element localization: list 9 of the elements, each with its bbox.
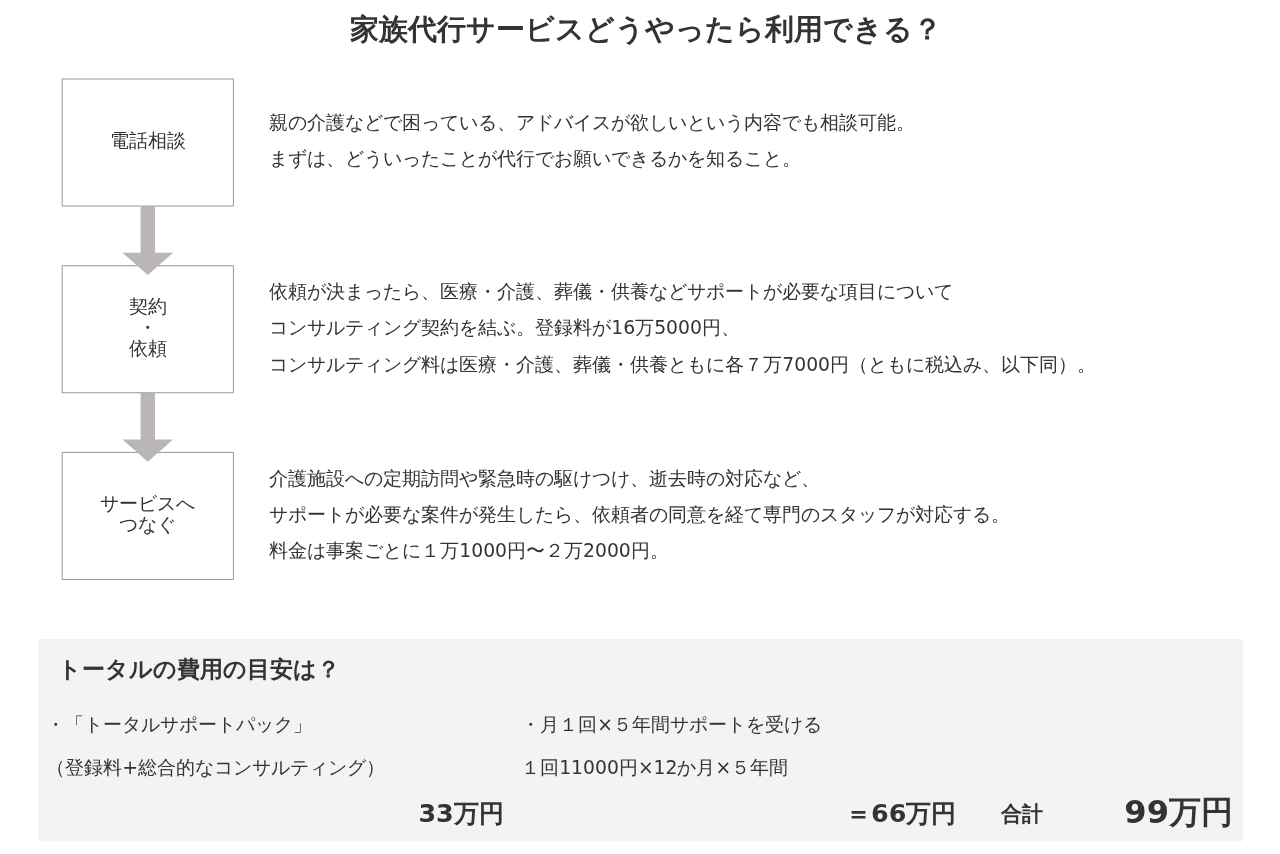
node-box: 契約・依頼 [61,265,234,394]
node-box: 電話相談 [61,78,234,207]
arrow [121,206,173,275]
node-box: サービスへつなぐ [61,451,234,580]
arrow [121,392,173,462]
diagram-title: 家族代行サービスどうやったら利用できる？ [349,12,942,47]
node-label: 依頼が決まったら、医療・介護、葬儀・供養などサポートが必要な項目についてコンサルティング契約を結ぶ。登録料が16万5000円、コンサルティング料は医療・介護、葬儀・供養ともに各７万7000円（ともに税込み、以下同）。 [268,280,1096,375]
node-label: 親の介護などで困っている、アドバイスが欲しいという内容でも相談可能。まずは、どういったことが代行でお願いできるかを知ること。 [268,111,915,170]
node-label: 介護施設への定期訪問や緊急時の駆けつけ、逝去時の対応など、サポートが必要な案件が発生したら、依頼者の同意を経て専門のスタッフが対応する。料金は事案ごとに１万1000円〜２万2000円。 [268,467,1010,562]
